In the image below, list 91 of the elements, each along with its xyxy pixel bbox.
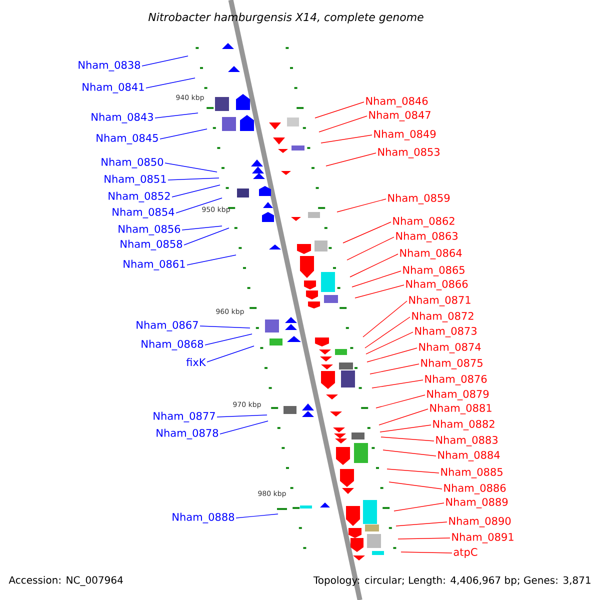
gene-label: Nham_0886 (444, 484, 506, 494)
leader-line (372, 380, 424, 388)
gene-label: Nham_0838 (78, 60, 140, 72)
leader-line (176, 198, 222, 214)
gene-label: Nham_0845 (96, 134, 158, 144)
gene-label: Nham_0841 (82, 82, 144, 94)
leader-line (220, 420, 268, 434)
gene-label: Nham_0876 (425, 374, 487, 386)
leader-line (216, 414, 268, 418)
leader-line (182, 226, 222, 230)
leader-line (388, 482, 442, 490)
gene-label: atpC (454, 548, 478, 558)
gene-label: Nham_0872 (412, 312, 474, 322)
leader-line (318, 116, 368, 132)
gene-label: Nham_0849 (374, 130, 436, 140)
gene-label: Nham_0865 (403, 266, 464, 276)
leader-line (386, 468, 440, 474)
leader-line (398, 538, 450, 540)
gene-label: Nham_0847 (369, 110, 430, 122)
leader-line (394, 502, 444, 512)
leader-line (160, 128, 208, 140)
leader-line (142, 56, 188, 66)
leader-line (168, 178, 220, 180)
gene-label: Nham_0852 (108, 192, 170, 202)
gene-label: fixK (186, 358, 206, 366)
leader-line (164, 162, 218, 172)
gene-label: Nham_0885 (441, 468, 502, 478)
leader-line (366, 332, 414, 354)
leader-line (352, 270, 402, 288)
leader-line (314, 102, 364, 118)
gene-label: Nham_0888 (172, 512, 234, 524)
leader-line (380, 424, 432, 432)
gene-label: Nham_0854 (112, 208, 174, 218)
leader-line (400, 552, 452, 554)
leader-line (154, 112, 198, 118)
gene-label: Nham_0866 (406, 280, 468, 290)
gene-label: Nham_0861 (124, 260, 185, 270)
leader-line (366, 348, 418, 362)
gene-label: Nham_0890 (449, 516, 511, 528)
gene-label: Nham_0877 (154, 412, 215, 422)
leader-line (236, 514, 278, 518)
gene-label: Nham_0859 (388, 194, 450, 204)
gene-label: Nham_0856 (118, 224, 180, 236)
gene-label: Nham_0889 (446, 498, 508, 508)
gene-label: Nham_0874 (419, 342, 481, 354)
leader-line (320, 134, 372, 144)
accession-text: Accession: NC_007964 (8, 576, 123, 586)
gene-label: Nham_0878 (156, 428, 218, 440)
leader-line (350, 254, 398, 278)
leader-line (362, 300, 408, 338)
gene-label: Nham_0873 (415, 326, 476, 338)
gene-label: Nham_0881 (430, 404, 492, 414)
gene-label: Nham_0862 (393, 216, 454, 228)
gene-label: Nham_0851 (104, 174, 166, 186)
leader-line (354, 284, 404, 298)
gene-label: Nham_0864 (400, 248, 462, 260)
leader-line (382, 450, 436, 456)
leader-line (378, 408, 428, 426)
gene-label: Nham_0871 (409, 296, 470, 306)
gene-label: Nham_0846 (366, 96, 428, 108)
gene-label: Nham_0883 (436, 436, 498, 446)
gene-label: Nham_0879 (427, 390, 489, 400)
gene-label: Nham_0875 (421, 358, 482, 370)
gene-label: Nham_0884 (438, 450, 500, 462)
gene-label: Nham_0853 (378, 148, 440, 158)
leader-line (370, 364, 420, 374)
gene-label: Nham_0868 (142, 340, 204, 350)
leader-line (376, 394, 426, 408)
leader-line (204, 334, 252, 346)
leader-line (336, 198, 386, 212)
leader-line (364, 316, 410, 348)
gene-label: Nham_0882 (433, 420, 494, 430)
leader-line (396, 522, 448, 526)
gene-label: Nham_0858 (120, 240, 182, 250)
leader-line (200, 326, 250, 328)
gene-label: Nham_0863 (396, 232, 458, 242)
leader-line (186, 254, 236, 266)
leader-line (172, 184, 220, 198)
gene-label: Nham_0850 (102, 158, 164, 168)
topology-text: Topology: circular; Length: 4,406,967 bp; Genes: 3,871 (313, 576, 590, 586)
leader-line (342, 222, 392, 244)
gene-label: Nham_0867 (136, 320, 198, 332)
leader-line (346, 236, 394, 260)
leader-line (206, 346, 254, 362)
gene-label: Nham_0843 (92, 112, 153, 124)
leader-line (146, 78, 196, 88)
leader-line (184, 228, 230, 246)
title: Nitrobacter hamburgensis X14, complete genome (148, 12, 424, 24)
leader-line (380, 436, 434, 442)
leader-line (326, 152, 376, 166)
gene-label: Nham_0891 (452, 532, 514, 544)
